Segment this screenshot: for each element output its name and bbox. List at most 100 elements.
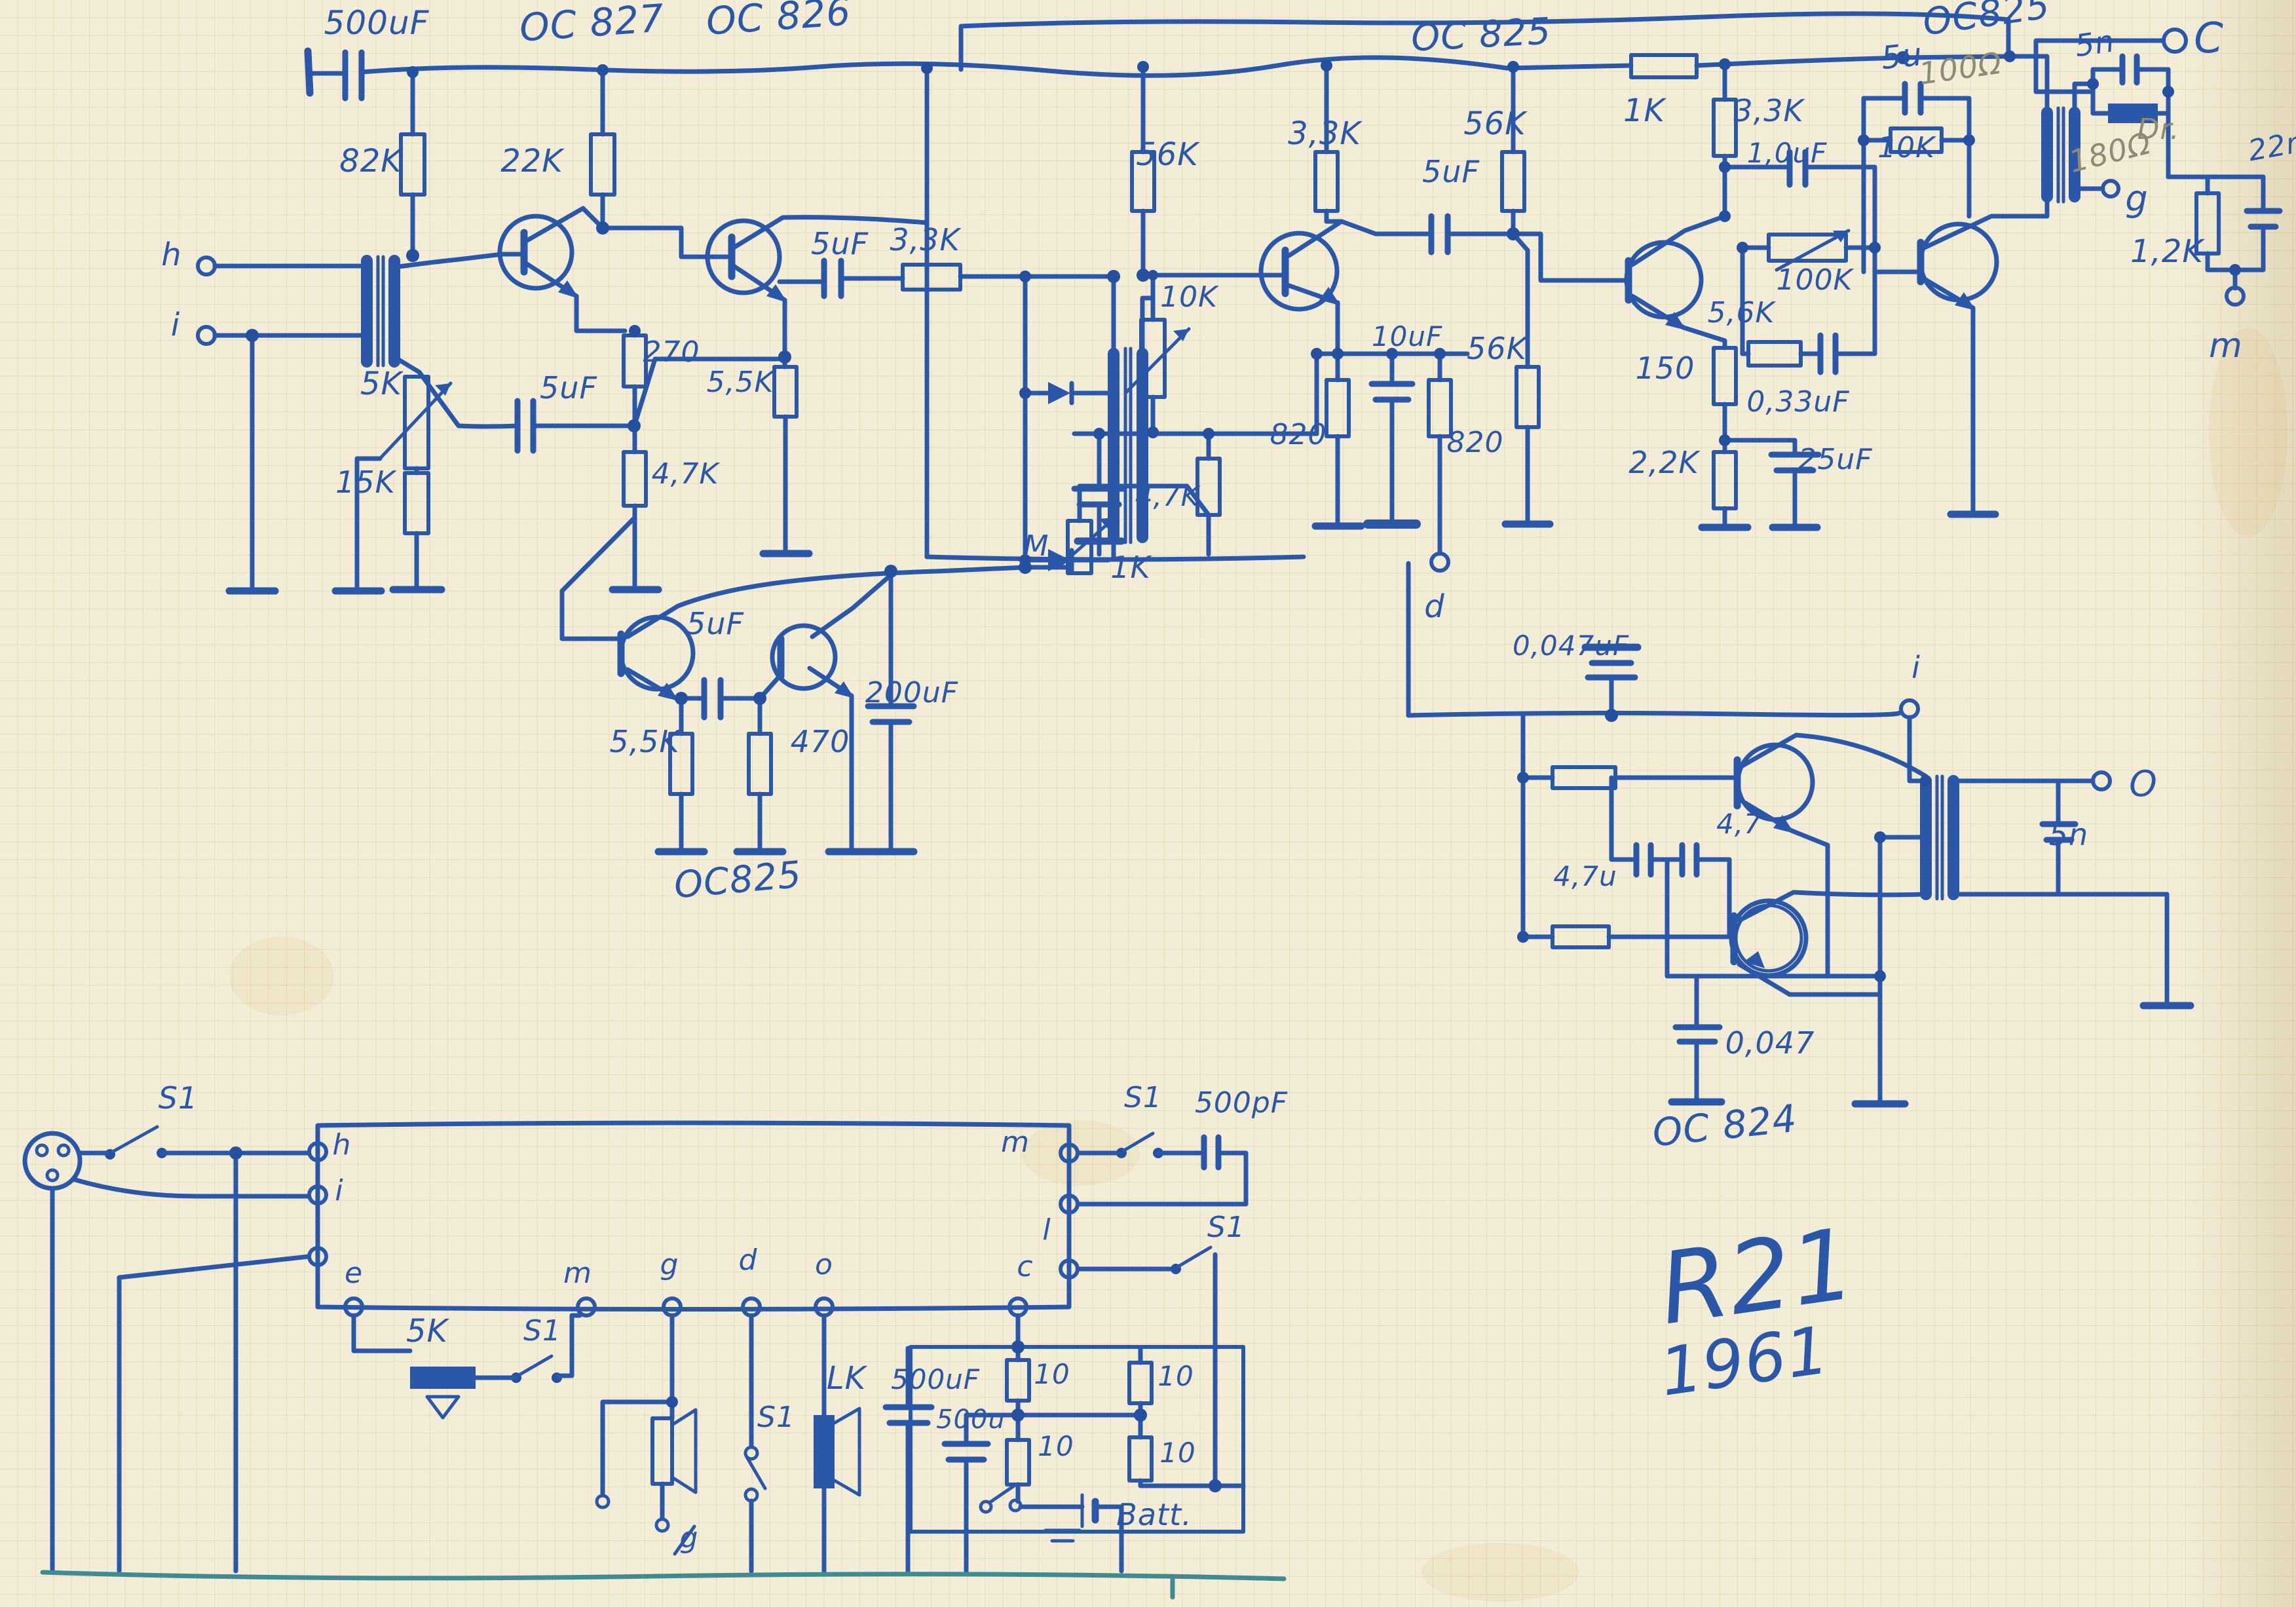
potentiometer xyxy=(1023,483,1211,575)
value-label: 4,7K xyxy=(652,457,721,491)
switch-label: S1 xyxy=(1207,1211,1245,1244)
terminal-label: i xyxy=(171,307,180,343)
value-label: 820 xyxy=(1270,418,1327,451)
capacitor xyxy=(882,1404,935,1426)
pencil-note: Dr. xyxy=(2137,113,2180,146)
terminal-label: O xyxy=(2129,763,2158,804)
value-label: 3,3K xyxy=(1288,115,1363,152)
speaker-icon xyxy=(814,1407,861,1497)
value-label: 200uF xyxy=(865,676,958,709)
value-label: 4,7 xyxy=(1716,808,1762,840)
terminal-label: i xyxy=(335,1174,343,1207)
switch-label: S1 xyxy=(757,1401,795,1434)
value-label: 5u xyxy=(1879,36,1924,77)
value-label: 4,7u xyxy=(1553,860,1617,892)
value-label: 5n xyxy=(2073,23,2117,64)
potentiometer xyxy=(1740,229,1923,356)
junction-dots xyxy=(229,50,2241,1492)
capacitor xyxy=(1665,842,1732,939)
ground-bus xyxy=(40,1570,1287,1600)
transformer xyxy=(2041,106,2080,204)
lf-amp-stage xyxy=(559,483,1211,856)
switch-label: S1 xyxy=(1124,1081,1162,1114)
switch xyxy=(1076,1131,1163,1158)
switch xyxy=(1076,1245,1218,1488)
value-label: 5,5K xyxy=(609,724,681,759)
transistor-oc827 xyxy=(497,206,628,333)
terminal-label: C xyxy=(2194,14,2224,63)
value-label: 1,0uF xyxy=(1747,137,1828,169)
value-label: 82K xyxy=(339,143,404,180)
terminal xyxy=(595,1494,611,1509)
terminal-label: m xyxy=(1001,1125,1030,1159)
value-label: 5n xyxy=(2049,817,2088,852)
value-label: 4,7K xyxy=(1135,480,1201,512)
model-label: R21 xyxy=(1653,1207,1862,1348)
value-label: 500pF xyxy=(1195,1086,1288,1120)
value-label: LK xyxy=(827,1360,868,1397)
value-label: 56K xyxy=(1467,331,1529,366)
terminal-label: h xyxy=(161,236,181,273)
capacitor xyxy=(1722,149,1877,250)
transistor-oc825a xyxy=(1140,219,1344,312)
capacitor xyxy=(1609,775,1670,878)
transformer xyxy=(1920,774,1959,901)
paper-stains xyxy=(229,328,2287,1602)
capacitor xyxy=(1581,643,1642,718)
value-label: 5K xyxy=(360,366,404,402)
terminal-label: g xyxy=(2125,178,2148,219)
transistor-oc825e xyxy=(770,575,890,851)
terminal-label: M xyxy=(1024,529,1049,563)
value-label: 5uF xyxy=(811,226,869,261)
capacitor xyxy=(865,569,917,851)
terminal-label: g xyxy=(680,1521,699,1555)
value-label: 10K xyxy=(1160,280,1219,314)
terminal-label: o xyxy=(815,1248,833,1281)
value-label: 270 xyxy=(643,335,700,369)
output-stage xyxy=(1406,561,2194,1108)
value-label: 5,6K xyxy=(1708,296,1777,330)
value-label: 10 xyxy=(1038,1430,1074,1462)
value-label: 100K xyxy=(1777,263,1854,297)
transistor-oc825c xyxy=(1917,194,2050,514)
resistor xyxy=(2108,104,2158,123)
value-label: 0,33uF xyxy=(1746,385,1849,419)
value-label: 1K xyxy=(1623,92,1667,129)
terminal-label: l xyxy=(1042,1213,1051,1247)
capacitor xyxy=(2039,778,2079,897)
transistor-label: OC 825 xyxy=(1410,10,1553,60)
value-label: 10K xyxy=(1877,131,1936,164)
terminal-label: g xyxy=(660,1248,679,1281)
potentiometer xyxy=(410,1367,476,1389)
value-label: 5K xyxy=(406,1313,450,1350)
potentiometer xyxy=(1123,318,1191,399)
terminal-label: d xyxy=(739,1243,758,1277)
value-label: 150 xyxy=(1636,350,1695,386)
capacitor xyxy=(941,1441,991,1463)
terminal-label: h xyxy=(333,1128,352,1162)
value-label: 5uF xyxy=(1422,154,1480,189)
transistor-oc826 xyxy=(600,215,930,360)
terminal xyxy=(654,1517,670,1533)
terminal xyxy=(1429,552,1450,573)
battery-icon xyxy=(1018,1493,1124,1574)
value-label: 2,2K xyxy=(1628,445,1701,480)
capacitor xyxy=(1722,438,1822,527)
value-label: 5,5K xyxy=(707,366,776,399)
value-label: 5uF xyxy=(540,370,597,406)
switch xyxy=(673,1524,696,1556)
value-label: 1K xyxy=(1110,550,1152,585)
value-label: 820 xyxy=(1447,426,1504,459)
terminal xyxy=(2225,286,2246,307)
value-label: 15K xyxy=(335,464,398,500)
value-label: 10uF xyxy=(1372,320,1442,352)
value-label: 5uF xyxy=(687,606,744,641)
switch-label: S1 xyxy=(523,1314,561,1348)
resistor xyxy=(1127,1361,1154,1405)
switch-label: S1 xyxy=(159,1080,198,1116)
value-label: 10 xyxy=(1157,1360,1194,1392)
value-label: 56K xyxy=(1463,105,1528,142)
switch xyxy=(743,1445,767,1503)
terminal xyxy=(2091,770,2112,791)
